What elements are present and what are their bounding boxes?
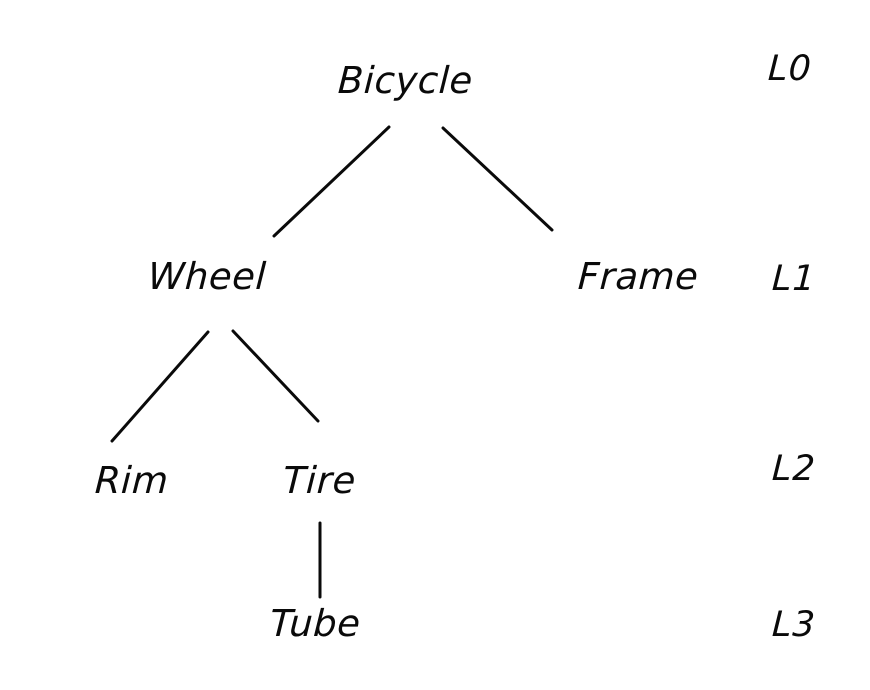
tree-node-rim[interactable]: Rim bbox=[93, 459, 170, 502]
tree-node-tube[interactable]: Tube bbox=[268, 602, 362, 645]
tree-node-wheel[interactable]: Wheel bbox=[146, 255, 268, 298]
edge-wheel-rim bbox=[110, 330, 210, 443]
level-marker-l0: L0 bbox=[766, 49, 813, 89]
tree-node-frame[interactable]: Frame bbox=[576, 255, 700, 298]
tree-node-bicycle[interactable]: Bicycle bbox=[336, 59, 474, 102]
level-marker-l1: L1 bbox=[770, 259, 817, 299]
level-marker-l3: L3 bbox=[770, 605, 817, 645]
edge-bicycle-wheel bbox=[272, 125, 391, 238]
edge-wheel-tire bbox=[231, 329, 320, 423]
level-marker-l2: L2 bbox=[770, 449, 817, 489]
tree-node-tire[interactable]: Tire bbox=[281, 459, 357, 502]
edge-bicycle-frame bbox=[441, 126, 554, 232]
